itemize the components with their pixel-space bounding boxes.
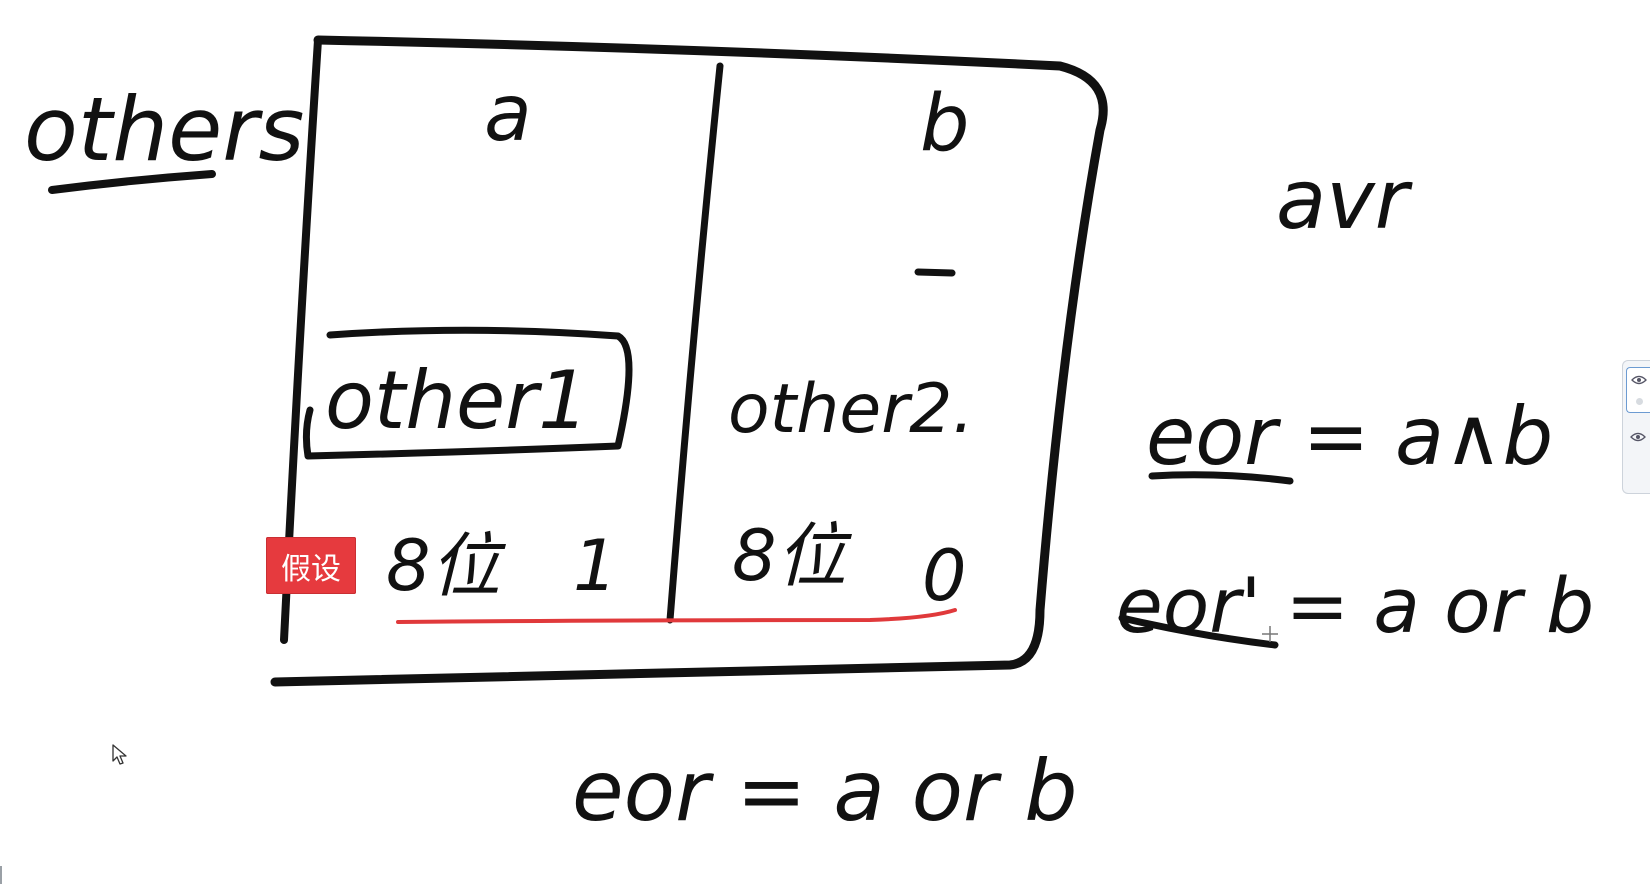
bit-left-label: 8位 xyxy=(386,525,507,607)
bit-right-label: 8位 xyxy=(732,515,853,597)
others-underline xyxy=(48,170,216,194)
formula-and: eor = a∧b xyxy=(1146,390,1553,483)
hypothesis-tag[interactable]: 假设 xyxy=(266,537,356,594)
other1-box xyxy=(302,326,633,460)
crosshair-icon xyxy=(1262,626,1278,642)
eor-and-underline xyxy=(1148,471,1294,485)
other2-label: other2. xyxy=(728,370,974,449)
eye-icon[interactable] xyxy=(1631,374,1647,386)
others-label: others xyxy=(24,78,304,181)
formula-prime: eor' = a or b xyxy=(1116,561,1594,650)
arrow-cursor-icon xyxy=(112,744,127,765)
b-dash xyxy=(914,268,956,277)
bit-left-value: 1 xyxy=(573,525,618,607)
layer-row[interactable] xyxy=(1626,425,1650,463)
other1-label: other1 xyxy=(325,354,589,447)
box-outline xyxy=(270,35,1108,687)
side-note: avr xyxy=(1276,153,1413,248)
layer-thumbnail xyxy=(1636,398,1643,405)
column-divider xyxy=(666,62,724,624)
layer-row-active[interactable] xyxy=(1626,367,1650,413)
bits-red-underline xyxy=(396,608,957,624)
bit-right-value: 0 xyxy=(922,535,967,617)
layers-panel[interactable] xyxy=(1622,360,1650,494)
bottom-formula: eor = a or b xyxy=(572,742,1078,840)
column-b-label: b xyxy=(920,79,970,169)
column-a-label: a xyxy=(484,69,532,159)
eor-prime-underline xyxy=(1118,614,1279,649)
edge-mark xyxy=(0,866,2,884)
eye-icon[interactable] xyxy=(1630,431,1646,443)
